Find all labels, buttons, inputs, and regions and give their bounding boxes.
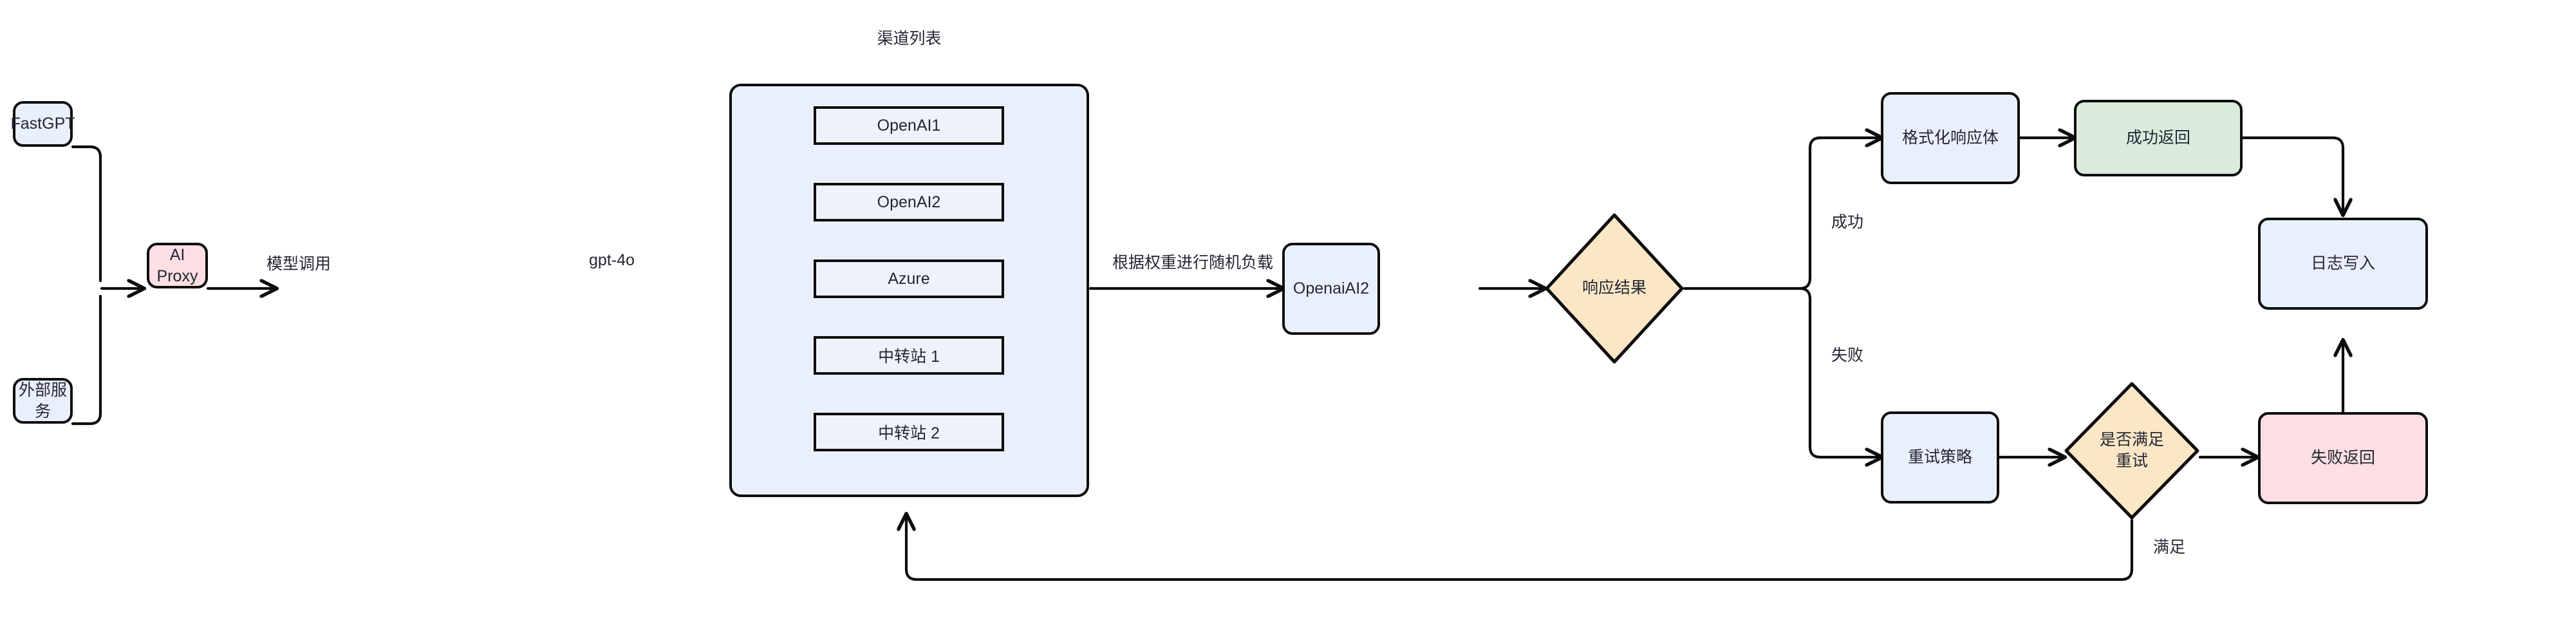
node-response-result[interactable]: 响应结果 [1544, 212, 1685, 364]
node-fastgpt[interactable]: FastGPT [10, 101, 75, 147]
channel-item-label: 中转站 1 [878, 348, 940, 366]
node-external-service-label: 外部服务 [18, 381, 67, 420]
node-openai-ai2-label: OpenaiAI2 [1293, 279, 1370, 297]
node-format-response[interactable]: 格式化响应体 [1881, 92, 2020, 184]
edge-label-model-call: 模型调用 [266, 255, 331, 273]
node-ai-proxy-label: AI Proxy [156, 245, 198, 285]
node-format-response-label: 格式化响应体 [1901, 129, 1999, 147]
channel-item-label: Azure [888, 269, 930, 288]
node-response-result-label: 响应结果 [1582, 279, 1647, 297]
channel-item-openai2[interactable]: OpenAI2 [814, 183, 1004, 221]
node-retry-condition[interactable]: 是否满足 重试 [2064, 381, 2200, 520]
node-ai-proxy[interactable]: AI Proxy [147, 243, 208, 288]
node-openai-ai2[interactable]: OpenaiAI2 [1282, 243, 1380, 335]
node-retry-policy-label: 重试策略 [1907, 448, 1972, 466]
channel-item-relay-2[interactable]: 中转站 2 [814, 413, 1004, 451]
edge-label-success: 成功 [1831, 213, 1864, 231]
node-failure-return-label: 失败返回 [2310, 449, 2375, 467]
node-log-write-label: 日志写入 [2310, 254, 2375, 272]
channel-item-label: OpenAI2 [877, 193, 941, 211]
edge-label-weighted-random: 根据权重进行随机负载 [1112, 254, 1274, 272]
edge-label-failure: 失败 [1831, 346, 1864, 364]
channel-item-label: OpenAI1 [877, 116, 941, 135]
node-success-return[interactable]: 成功返回 [2074, 100, 2243, 176]
channel-item-azure[interactable]: Azure [814, 259, 1004, 298]
channel-item-openai1[interactable]: OpenAI1 [814, 106, 1004, 145]
node-success-return-label: 成功返回 [2125, 129, 2190, 147]
node-external-service[interactable]: 外部服务 [13, 378, 73, 424]
node-retry-policy[interactable]: 重试策略 [1881, 411, 1999, 504]
node-retry-condition-label: 是否满足 重试 [2099, 430, 2164, 471]
edge-label-model-name: gpt-4o [589, 251, 635, 269]
edge-label-satisfied: 满足 [2153, 538, 2186, 556]
channel-item-label: 中转站 2 [878, 424, 940, 442]
node-fastgpt-label: FastGPT [10, 115, 75, 133]
node-log-write[interactable]: 日志写入 [2258, 218, 2428, 310]
channel-item-relay-1[interactable]: 中转站 1 [814, 336, 1004, 375]
channel-panel-title: 渠道列表 [877, 30, 942, 48]
node-failure-return[interactable]: 失败返回 [2258, 412, 2428, 504]
